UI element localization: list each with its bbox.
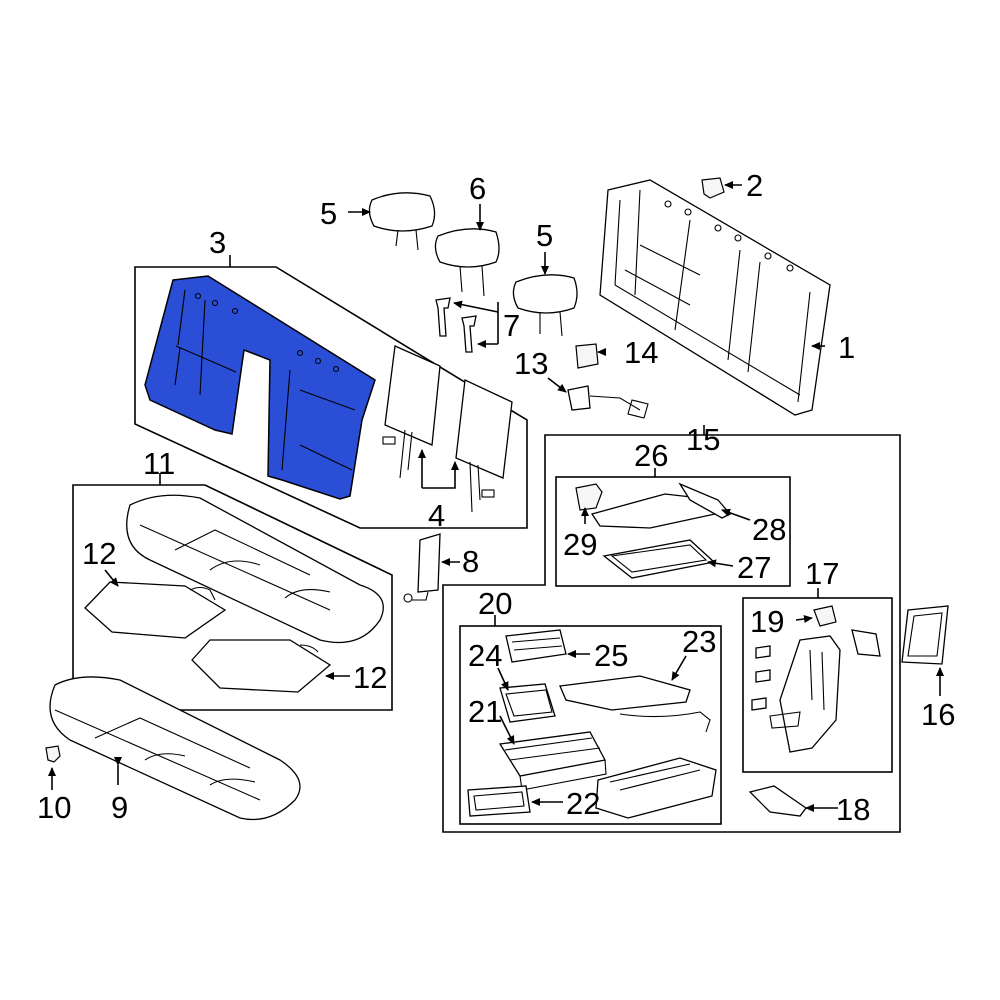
lid-panel-part-27[interactable] [602,539,716,579]
callout-3: 3 [209,225,226,260]
seat-cushion-part-9[interactable] [49,676,301,821]
storage-box-part-22[interactable] [467,785,531,817]
seat-back-pad-part-4[interactable] [382,345,513,513]
callout-5-right: 5 [536,218,553,253]
callout-16: 16 [921,697,955,732]
callout-24: 24 [468,638,502,673]
callout-20: 20 [478,586,512,621]
callout-9: 9 [111,790,128,825]
cup-holder-part-25[interactable] [505,629,567,663]
group-box-15 [442,434,901,833]
callout-19: 19 [750,604,784,639]
callout-7: 7 [503,308,520,343]
callout-29: 29 [563,527,597,562]
callout-5-left: 5 [320,196,337,231]
panel-part-23[interactable] [559,675,711,733]
callout-28: 28 [752,512,786,547]
callout-8: 8 [462,544,479,579]
group-box-11 [72,484,393,711]
callout-13: 13 [514,346,548,381]
callout-21: 21 [468,694,502,729]
bracket-part-18[interactable] [748,785,807,817]
belt-guide-part-13[interactable] [567,385,649,419]
callout-11: 11 [143,446,175,481]
callout-10: 10 [37,790,71,825]
trim-frame-part-16[interactable] [901,605,949,665]
cushion-pad-part-12-lower[interactable] [191,639,332,693]
seat-back-cushion-part-3[interactable] [144,275,376,500]
headrest-part-5-right[interactable] [512,274,578,337]
callout-26: 26 [634,438,668,473]
headrest-part-5-left[interactable] [368,192,436,251]
callout-14: 14 [624,335,658,370]
callout-12-lower: 12 [353,660,387,695]
callout-4: 4 [428,498,445,533]
bolts-part-17[interactable] [751,645,771,711]
callout-15: 15 [686,422,720,457]
clip-part-2[interactable] [701,177,725,199]
clip-part-10[interactable] [45,745,61,763]
armrest-body-part-21[interactable] [498,731,607,791]
cushion-pad-part-12-upper[interactable] [84,581,227,639]
callout-6: 6 [469,171,486,206]
callout-18: 18 [836,792,870,827]
leader-lines [48,181,944,812]
headrest-part-6[interactable] [434,228,500,297]
hinge-bracket-part-17[interactable] [769,629,881,753]
tray-part-24[interactable] [499,683,556,723]
bracket-part-8[interactable] [403,533,441,603]
latch-cover-part-14[interactable] [575,343,599,369]
callout-17: 17 [805,556,839,591]
latch-part-19[interactable] [813,605,837,627]
headrest-guide-part-7[interactable] [435,297,477,353]
group-box-20 [459,625,722,825]
group-box-26 [555,476,791,587]
callout-12-upper: 12 [82,536,116,571]
seat-cushion-part-11[interactable] [126,494,384,644]
callout-2: 2 [746,168,763,203]
callout-1: 1 [838,330,855,365]
callout-22: 22 [566,786,600,821]
callout-labels: 1 2 3 4 5 6 5 7 8 9 10 11 12 12 13 14 15… [37,168,955,827]
callout-27: 27 [737,550,771,585]
group-box-3 [134,266,528,529]
seat-back-frame-part-1[interactable] [599,179,831,416]
armrest-base[interactable] [595,757,717,819]
armrest-cover-part-29[interactable] [575,483,603,511]
callout-23: 23 [682,624,716,659]
callout-25: 25 [594,638,628,673]
